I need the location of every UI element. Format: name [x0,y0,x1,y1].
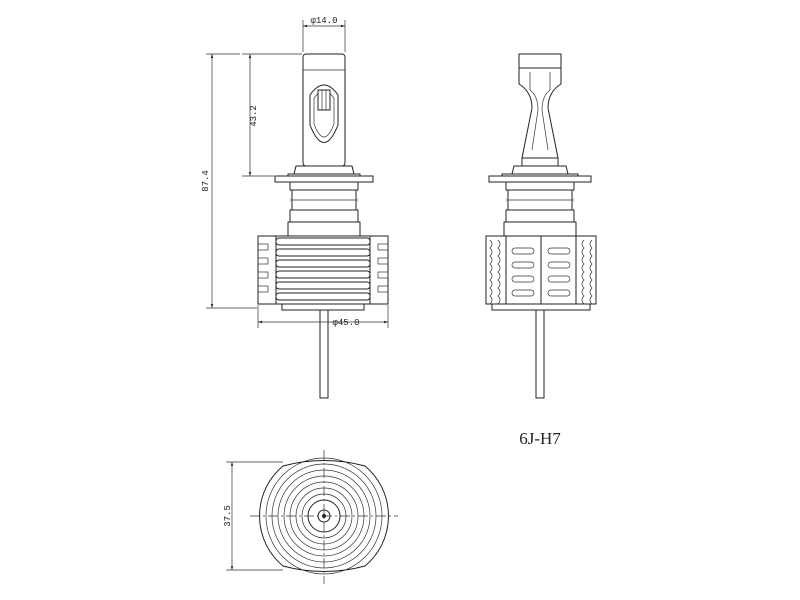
side-view: 6J-H7 [485,53,597,448]
flange [274,165,374,237]
side-head [518,53,562,167]
dimension-base-diameter: φ45.0 [257,305,389,328]
side-heat-sink [485,235,597,311]
cable [319,309,329,399]
side-cable [535,309,545,399]
base-diameter-label: φ45.0 [332,318,359,328]
heat-sink [257,235,389,311]
total-length-label: 87.4 [201,170,211,192]
led-length-label: 43.2 [249,105,259,127]
dimension-led-length: 43.2 [242,53,302,177]
model-label: 6J-H7 [519,429,561,448]
front-view: φ14.0 43.2 87.4 φ45.0 [201,16,389,399]
dimension-top-diameter: φ14.0 [302,16,346,52]
bottom-view: 37.5 [223,450,398,584]
dimension-total-length: 87.4 [201,53,257,309]
led-head [302,53,346,167]
dimension-bottom-width: 37.5 [223,461,283,571]
bottom-width-label: 37.5 [223,505,233,527]
top-diameter-label: φ14.0 [310,16,337,26]
side-flange [488,165,592,237]
